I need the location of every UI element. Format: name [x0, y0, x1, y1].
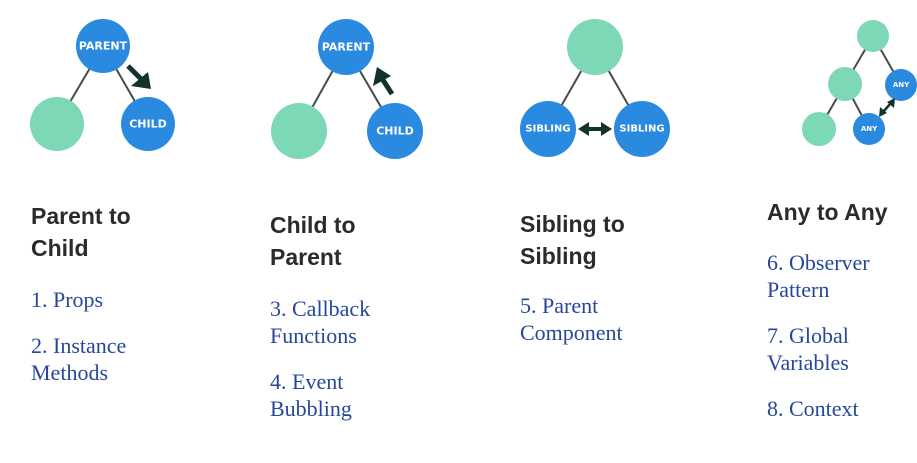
sibling-left-label: SIBLING [525, 124, 570, 135]
unlabeled-node [30, 97, 84, 151]
item-line: Component [520, 320, 623, 345]
item-line: Methods [31, 360, 108, 385]
heading-line-1: Parent to [31, 203, 131, 229]
heading-line-1: Child to [270, 212, 356, 238]
sibling-node-left [520, 101, 576, 157]
item-line: 8. Context [767, 396, 859, 421]
child-to-parent-diagram: PARENT CHILD [271, 19, 423, 159]
down-right-arrow-icon [126, 64, 151, 89]
unlabeled-node [271, 103, 327, 159]
heading-line-2: Child [31, 235, 89, 261]
item-line: Variables [767, 350, 849, 375]
child-node [121, 97, 175, 151]
parent-node [318, 19, 374, 75]
sibling-node-right [614, 101, 670, 157]
parent-node [567, 19, 623, 75]
double-arrow-icon [578, 122, 612, 136]
item-line: Functions [270, 323, 357, 348]
heading-line-1: Any to Any [767, 199, 888, 225]
any-node-right [885, 69, 917, 101]
list-item-observer-pattern: 6. Observer Pattern [767, 249, 870, 303]
any-right-label: ANY [893, 81, 910, 89]
list-item-callback-functions: 3. Callback Functions [270, 295, 370, 349]
list-item-parent-component: 5. Parent Component [520, 292, 623, 346]
child-node-label: CHILD [129, 118, 167, 131]
heading-line-2: Sibling [520, 243, 597, 269]
heading-line-1: Sibling to [520, 211, 625, 237]
item-line: 1. Props [31, 287, 104, 312]
leaf-node [802, 112, 836, 146]
middle-node [828, 67, 862, 101]
column-parent-to-child: PARENT CHILD Parent to Child 1. Props 2.… [0, 0, 230, 463]
sibling-right-label: SIBLING [619, 124, 664, 135]
any-bottom-label: ANY [861, 125, 878, 133]
up-left-arrow-icon [373, 67, 395, 96]
parent-node [76, 19, 130, 73]
item-line: 5. Parent [520, 293, 599, 318]
list-item-instance-methods: 2. Instance Methods [31, 332, 126, 386]
parent-to-child-diagram: PARENT CHILD [30, 19, 175, 151]
item-line: Bubbling [270, 396, 352, 421]
item-line: 2. Instance [31, 333, 127, 358]
list-item-props: 1. Props [31, 286, 103, 313]
item-line: Pattern [767, 277, 830, 302]
item-line: 3. Callback [270, 296, 371, 321]
diagonal-double-arrow-icon [879, 98, 895, 117]
item-line: 7. Global [767, 323, 849, 348]
parent-node-label: PARENT [79, 40, 128, 53]
any-node-bottom [853, 113, 885, 145]
item-line: 4. Event [270, 369, 344, 394]
child-node [367, 103, 423, 159]
child-node-label: CHILD [376, 125, 414, 138]
sibling-to-sibling-diagram: SIBLING SIBLING [520, 19, 670, 157]
list-item-event-bubbling: 4. Event Bubbling [270, 368, 352, 422]
parent-node-label: PARENT [322, 41, 371, 54]
any-to-any-diagram: ANY ANY [802, 20, 917, 146]
column-sibling-to-sibling: SIBLING SIBLING Sibling to Sibling 5. Pa… [490, 0, 720, 463]
root-node [857, 20, 889, 52]
list-item-context: 8. Context [767, 395, 859, 422]
heading-line-2: Parent [270, 244, 342, 270]
item-line: 6. Observer [767, 250, 870, 275]
column-any-to-any: ANY ANY Any to Any 6. Observer Pattern 7… [737, 0, 917, 463]
list-item-global-variables: 7. Global Variables [767, 322, 849, 376]
column-child-to-parent: PARENT CHILD Child to Parent 3. Callback… [240, 0, 470, 463]
